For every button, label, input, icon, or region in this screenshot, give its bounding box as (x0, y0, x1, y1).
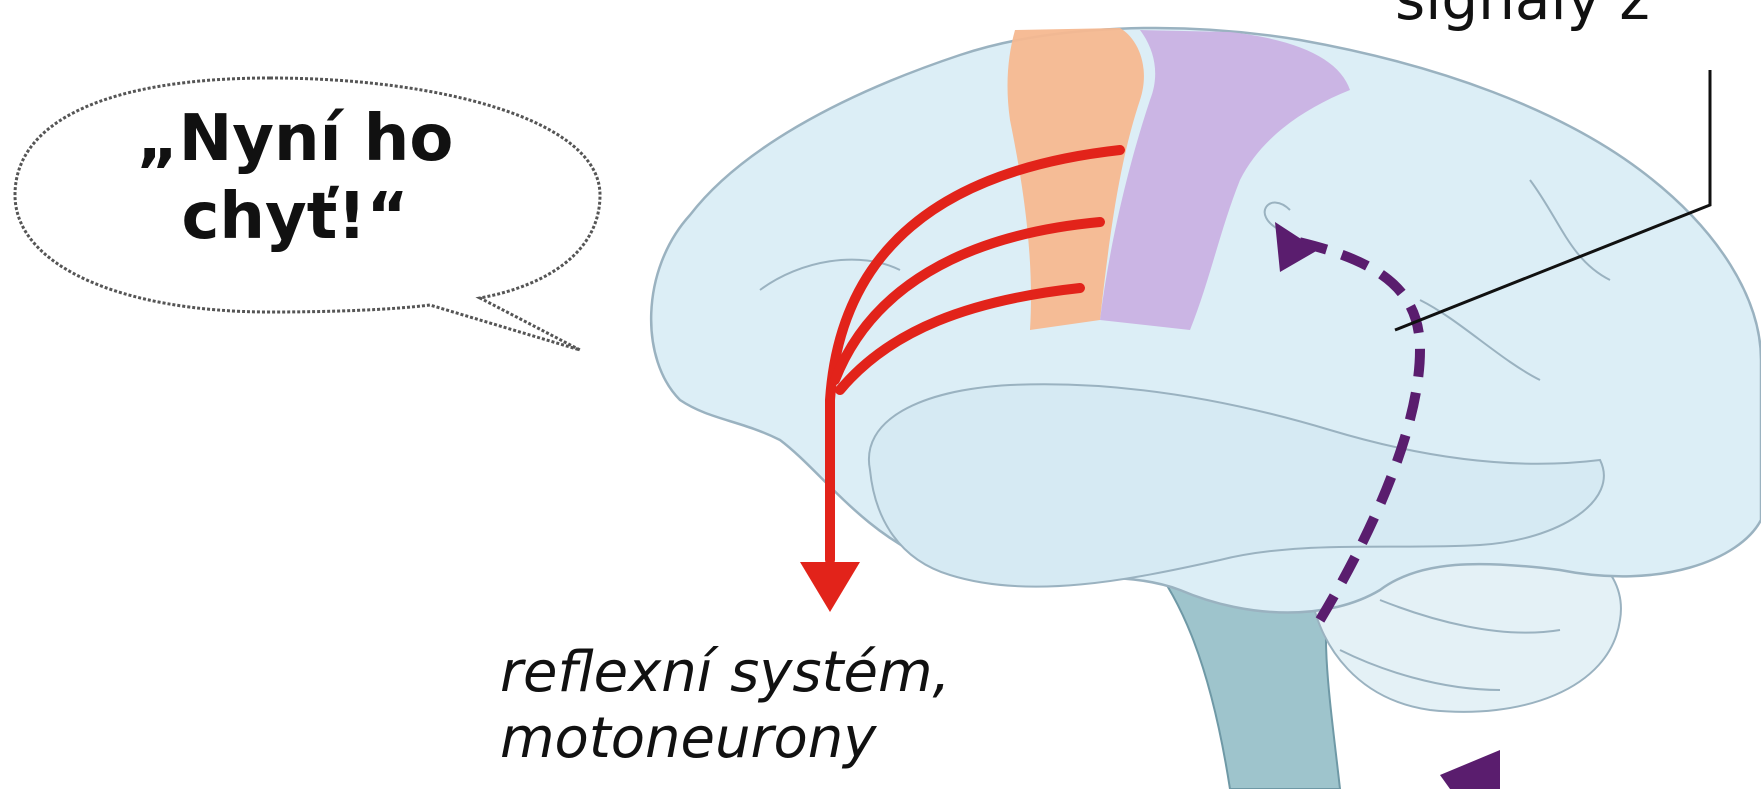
speech-line-1: „Nyní ho (95, 100, 495, 178)
speech-line-2: chyť!“ (95, 178, 495, 256)
red-arrowhead (800, 562, 860, 612)
caption-line-1: reflexní systém, (500, 640, 950, 706)
speech-text: „Nyní ho chyť!“ (95, 100, 495, 256)
caption-line-2: motoneurony (500, 706, 950, 772)
output-caption: reflexní systém, motoneurony (500, 640, 950, 772)
input-label: signály z (1395, 0, 1650, 32)
sensory-arrowhead-bottom (1440, 750, 1500, 789)
